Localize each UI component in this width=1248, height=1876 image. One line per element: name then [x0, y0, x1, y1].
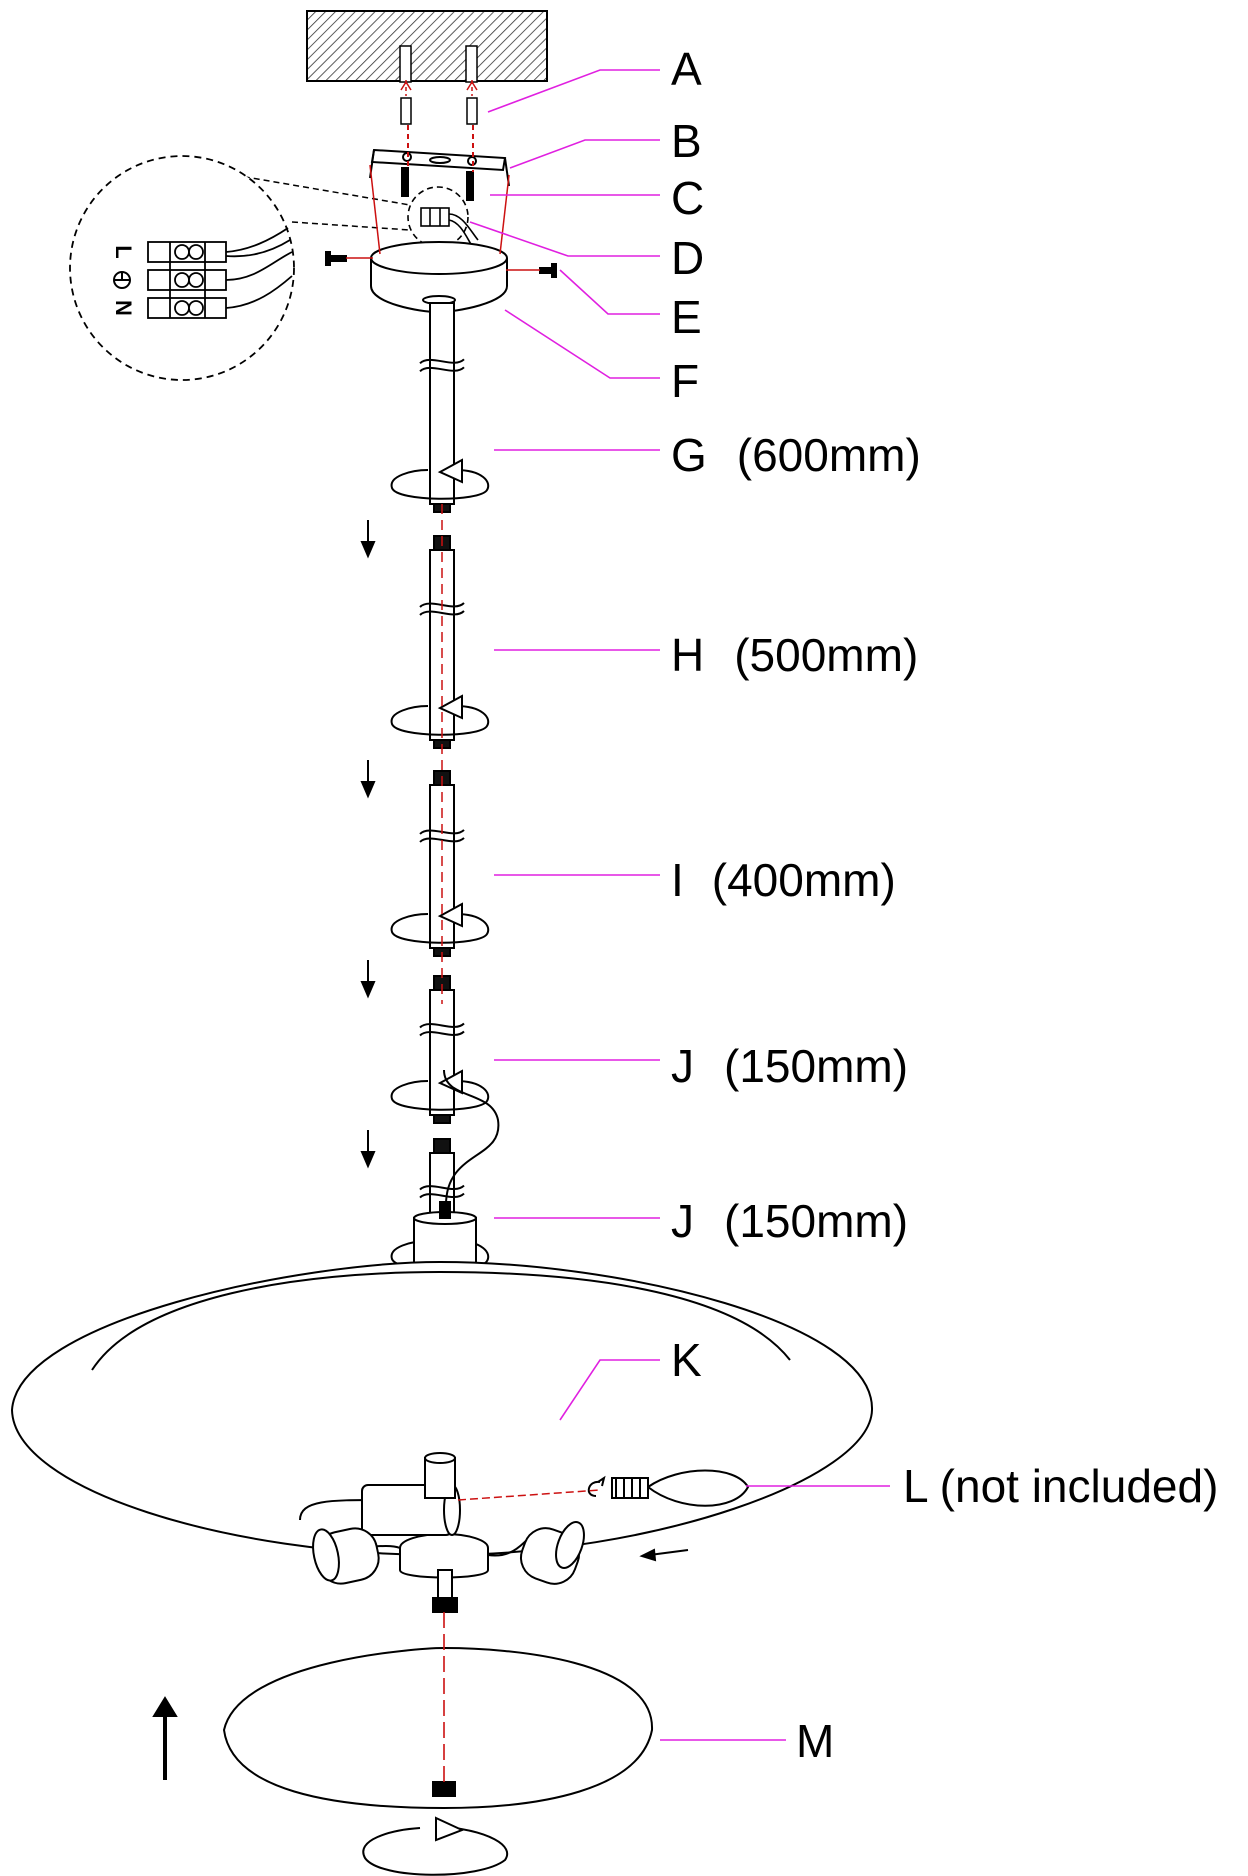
earth-symbol-icon — [113, 271, 131, 289]
rod-i — [390, 770, 490, 957]
mounting-bracket — [369, 148, 510, 187]
power-cable — [443, 1069, 500, 1206]
canopy-screw-group — [325, 164, 557, 278]
part-label-h: H(500mm) — [671, 629, 919, 681]
part-label-k: K — [671, 1334, 702, 1386]
insert-arrow-icon — [639, 1548, 689, 1562]
part-label-g: G(600mm) — [671, 429, 921, 481]
rod-h — [390, 535, 490, 749]
part-label-d: D — [671, 232, 705, 284]
terminal-detail-magnifier: L N — [69, 155, 295, 381]
leader-f — [504, 309, 660, 379]
canopy — [370, 241, 508, 314]
part-label-i: I(400mm) — [671, 854, 896, 906]
label-leader-lines — [469, 69, 890, 1741]
ceiling-block — [306, 10, 548, 83]
down-arrow-icon — [360, 520, 376, 559]
part-label-e: E — [671, 291, 702, 343]
part-label-j-1: J(150mm) — [671, 1040, 909, 1092]
up-arrow-icon — [152, 1696, 178, 1780]
rod-g — [390, 302, 490, 513]
down-arrow-icon-group — [360, 520, 376, 1329]
terminal-label-n: N — [111, 300, 136, 316]
down-arrow-icon — [360, 1130, 376, 1169]
leader-d — [469, 221, 660, 257]
wall-plug-group — [400, 80, 478, 125]
glass-diffuser — [222, 1646, 654, 1810]
extension-rod-group — [390, 302, 490, 1284]
leader-b — [509, 139, 660, 169]
part-label-m: M — [796, 1715, 835, 1767]
part-label-f: F — [671, 355, 700, 407]
leader-e — [559, 269, 660, 315]
part-label-b: B — [671, 115, 702, 167]
lamp-holder-assembly — [299, 1452, 585, 1613]
leader-a — [487, 69, 660, 113]
down-arrow-icon — [360, 960, 376, 999]
bracket-screw-group — [401, 125, 474, 201]
leader-k — [559, 1359, 660, 1421]
terminal-label-l: L — [111, 245, 136, 258]
light-bulb — [457, 1469, 750, 1507]
rod-j-1 — [390, 975, 490, 1124]
part-label-j-2: J(150mm) — [671, 1195, 909, 1247]
part-label-a: A — [671, 43, 702, 95]
twist-arrow-icon — [362, 1816, 509, 1876]
terminal-block — [407, 186, 479, 248]
part-label-c: C — [671, 172, 705, 224]
down-arrow-icon — [360, 760, 376, 799]
part-label-l: L (not included) — [903, 1460, 1219, 1512]
